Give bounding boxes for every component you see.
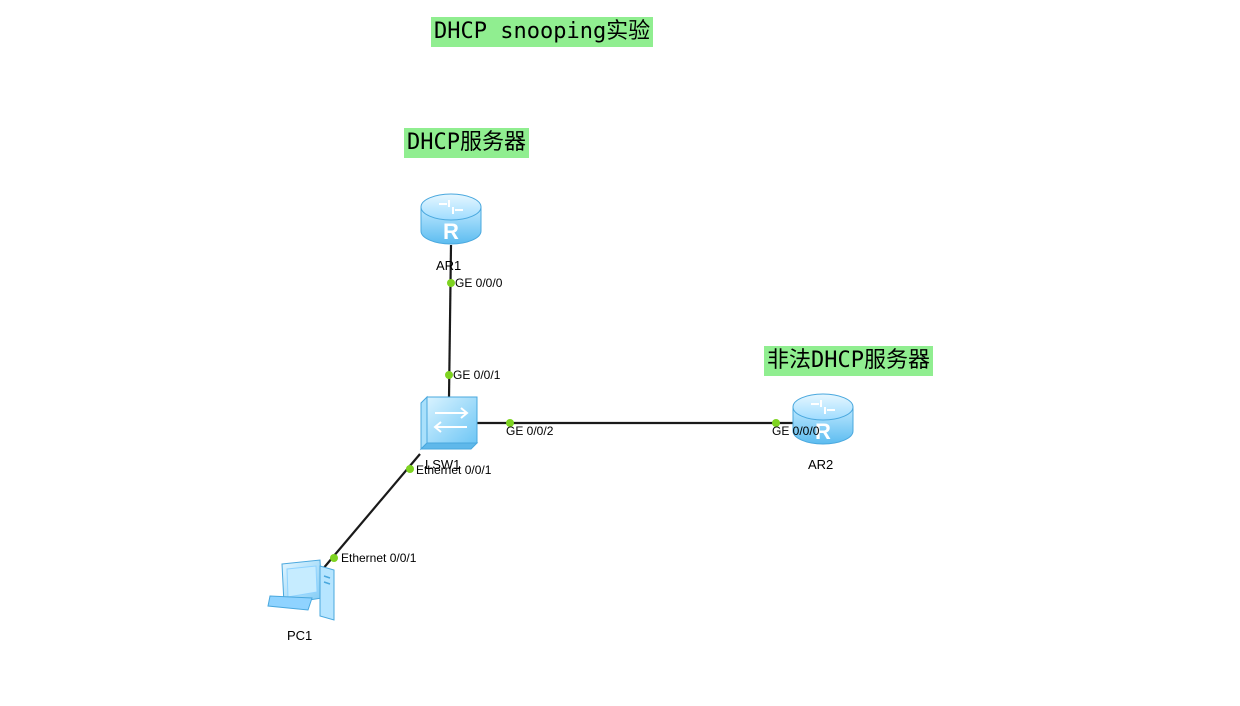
switch-icon[interactable] [419,395,479,451]
port-dot-lsw1-ge001 [445,371,453,379]
pc1-label: PC1 [287,628,313,643]
port-dot-ar1-ge000 [447,279,455,287]
port-dot-pc1-eth001 [330,554,338,562]
port-label-lsw1-ge001: GE 0/0/1 [453,368,501,382]
ar1-label: AR1 [436,258,462,273]
port-dot-lsw1-ge002 [506,419,514,427]
port-dot-lsw1-eth001 [406,465,414,473]
svg-text:R: R [815,419,831,444]
rogue-server-note: 非法DHCP服务器 [764,346,933,376]
port-label-lsw1-eth001: Ethernet 0/0/1 [416,463,492,477]
router-icon[interactable]: R [420,193,482,245]
pc-icon[interactable] [267,559,335,621]
router-icon[interactable]: R [792,393,854,445]
link-lsw1-pc1[interactable] [321,453,421,571]
diagram-title: DHCP snooping实验 [431,17,654,47]
legit-server-note: DHCP服务器 [404,128,529,158]
port-label-ar1-ge000: GE 0/0/0 [455,276,503,290]
port-dot-ar2-ge000 [772,419,780,427]
port-label-lsw1-ge002: GE 0/0/2 [506,424,554,438]
port-label-pc1-eth001: Ethernet 0/0/1 [341,551,417,565]
lsw1-label: LSW1 [425,457,461,472]
svg-text:R: R [443,219,459,244]
ar2-label: AR2 [808,457,834,472]
port-label-ar2-ge000: GE 0/0/0 [772,424,820,438]
